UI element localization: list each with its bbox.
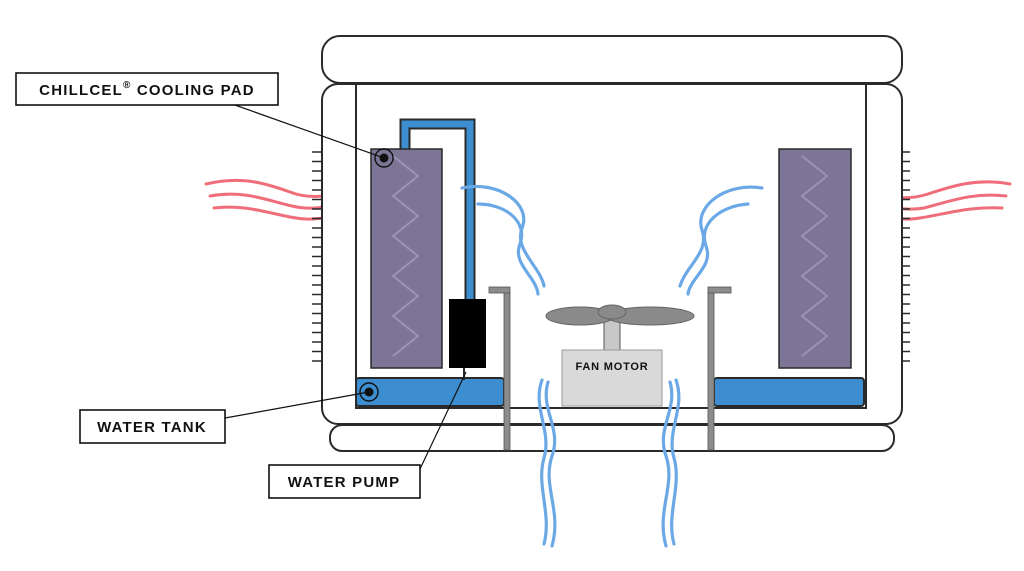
fan-motor-label: FAN MOTOR [576, 361, 649, 373]
cool-air-upflow [460, 184, 764, 296]
water-tank-leader [224, 391, 370, 419]
fan-shaft [603, 317, 621, 351]
fan-assembly: FAN MOTOR [545, 304, 695, 407]
cooler-base [329, 424, 895, 452]
fan-hub [597, 304, 627, 320]
label-water-tank-text: WATER TANK [97, 419, 207, 436]
water-pipe [401, 120, 474, 300]
cool-air-bottom-intake [537, 378, 681, 548]
label-water-pump: WATER PUMP [268, 464, 421, 499]
water-tank-right [713, 377, 865, 407]
fan-duct-left [488, 286, 511, 451]
inner-frame [355, 84, 867, 409]
label-water-pump-text: WATER PUMP [288, 474, 401, 491]
label-cooling-pad-text: CHILLCEL® COOLING PAD [39, 80, 255, 99]
fan-motor [561, 349, 663, 407]
cooler-lid [321, 35, 903, 84]
cooling-pad-right [778, 148, 852, 369]
label-water-tank: WATER TANK [79, 409, 226, 444]
water-pump-leader [419, 371, 467, 470]
label-cooling-pad: CHILLCEL® COOLING PAD [15, 72, 279, 106]
cooling-pad-left [370, 148, 443, 369]
water-pump [449, 299, 486, 368]
cooling-pad-marker-ring [374, 148, 394, 168]
cooling-pad-leader [231, 103, 385, 159]
fan-duct-right [707, 286, 732, 451]
water-tank-marker-ring [359, 382, 379, 402]
